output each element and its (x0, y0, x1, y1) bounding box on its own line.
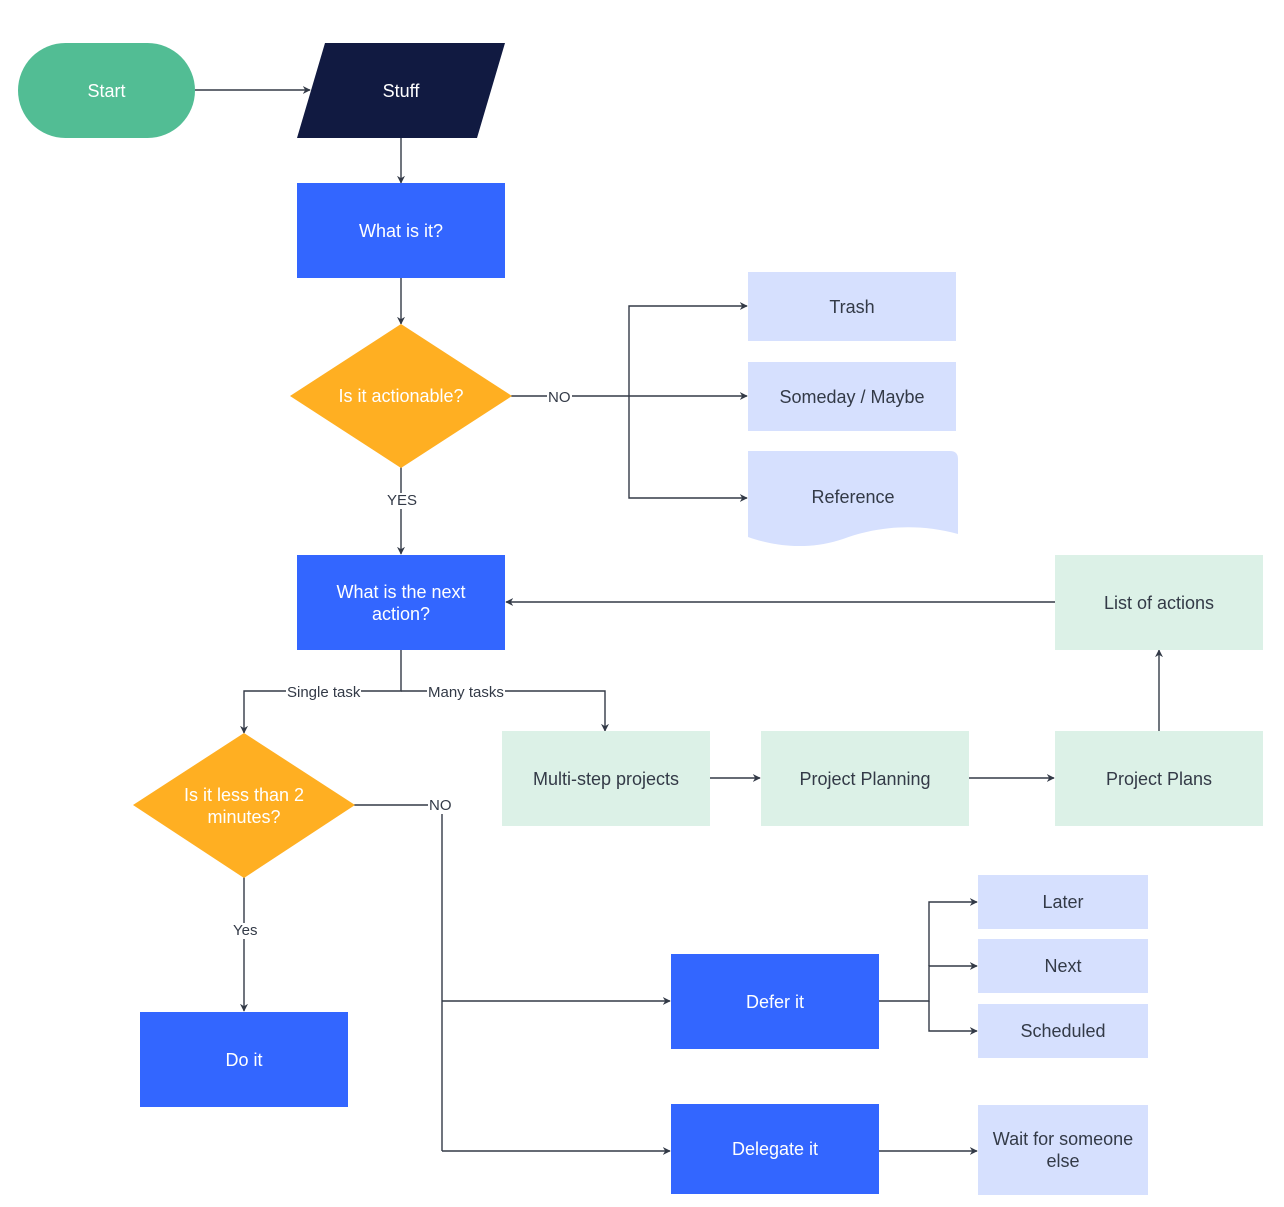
what-is-it-node[interactable]: What is it? (297, 183, 505, 278)
edge-defer-next (879, 962, 978, 1002)
parallelogram-shape (297, 43, 505, 138)
trash-label: Trash (829, 296, 875, 317)
later-node[interactable]: Later (978, 875, 1148, 929)
project-planning-label: Project Planning (799, 768, 931, 789)
edge-defer-later (928, 898, 978, 966)
edge-label-no-actionable: NO (547, 389, 572, 406)
someday-node[interactable]: Someday / Maybe (748, 362, 956, 431)
scheduled-label: Scheduled (1020, 1021, 1106, 1041)
project-plans-label: Project Plans (1105, 768, 1213, 789)
reference-label: Reference (811, 486, 895, 507)
do-it-node[interactable]: Do it (140, 1012, 348, 1107)
diamond-shape (290, 324, 512, 468)
two-minute-label: Is it less than 2 minutes? (183, 784, 305, 827)
delegate-it-label: Delegate it (731, 1139, 819, 1159)
multi-step-label: Multi-step projects (532, 768, 680, 789)
next-label: Next (1044, 956, 1082, 976)
start-label: Start (87, 80, 126, 101)
edge-label-single-task: Single task (286, 684, 362, 701)
edge-label-no-two-min: NO (428, 797, 453, 814)
edge-label-yes-two-min: Yes (232, 922, 259, 939)
list-of-actions-label: List of actions (1103, 592, 1215, 613)
edge-branch-reference (628, 396, 748, 502)
diamond-shape (133, 733, 355, 878)
edge-two-min-no (354, 804, 443, 1151)
trash-node[interactable]: Trash (748, 272, 956, 341)
scheduled-node[interactable]: Scheduled (978, 1004, 1148, 1058)
document-shape (748, 451, 958, 546)
list-of-actions-node[interactable]: List of actions (1055, 555, 1263, 650)
multi-step-node[interactable]: Multi-step projects (502, 731, 710, 826)
project-planning-node[interactable]: Project Planning (761, 731, 969, 826)
defer-it-node[interactable]: Defer it (671, 954, 879, 1049)
edge-label-many-tasks: Many tasks (427, 684, 505, 701)
what-is-it-label: What is it? (358, 220, 444, 241)
next-action-label: What is the next action? (336, 581, 466, 624)
actionable-label: Is it actionable? (338, 386, 464, 406)
someday-label: Someday / Maybe (779, 386, 925, 407)
wait-label: Wait for someone else (992, 1129, 1134, 1171)
project-plans-node[interactable]: Project Plans (1055, 731, 1263, 826)
defer-it-label: Defer it (745, 991, 805, 1012)
start-node[interactable]: Start (18, 43, 195, 138)
stuff-label: Stuff (382, 80, 420, 101)
next-action-node[interactable]: What is the next action? (297, 555, 505, 650)
edge-branch-trash (628, 302, 748, 396)
do-it-label: Do it (225, 1049, 263, 1070)
stuff-node[interactable]: Stuff (297, 43, 505, 138)
edge-label-yes-actionable: YES (386, 492, 419, 509)
wait-node[interactable]: Wait for someone else (978, 1105, 1148, 1195)
two-minute-decision[interactable]: Is it less than 2 minutes? (133, 733, 355, 878)
later-label: Later (1042, 892, 1084, 912)
reference-node[interactable]: Reference (748, 451, 958, 546)
edge-defer-scheduled (928, 1001, 978, 1035)
next-node[interactable]: Next (978, 939, 1148, 993)
actionable-decision[interactable]: Is it actionable? (290, 324, 512, 468)
delegate-it-node[interactable]: Delegate it (671, 1104, 879, 1194)
